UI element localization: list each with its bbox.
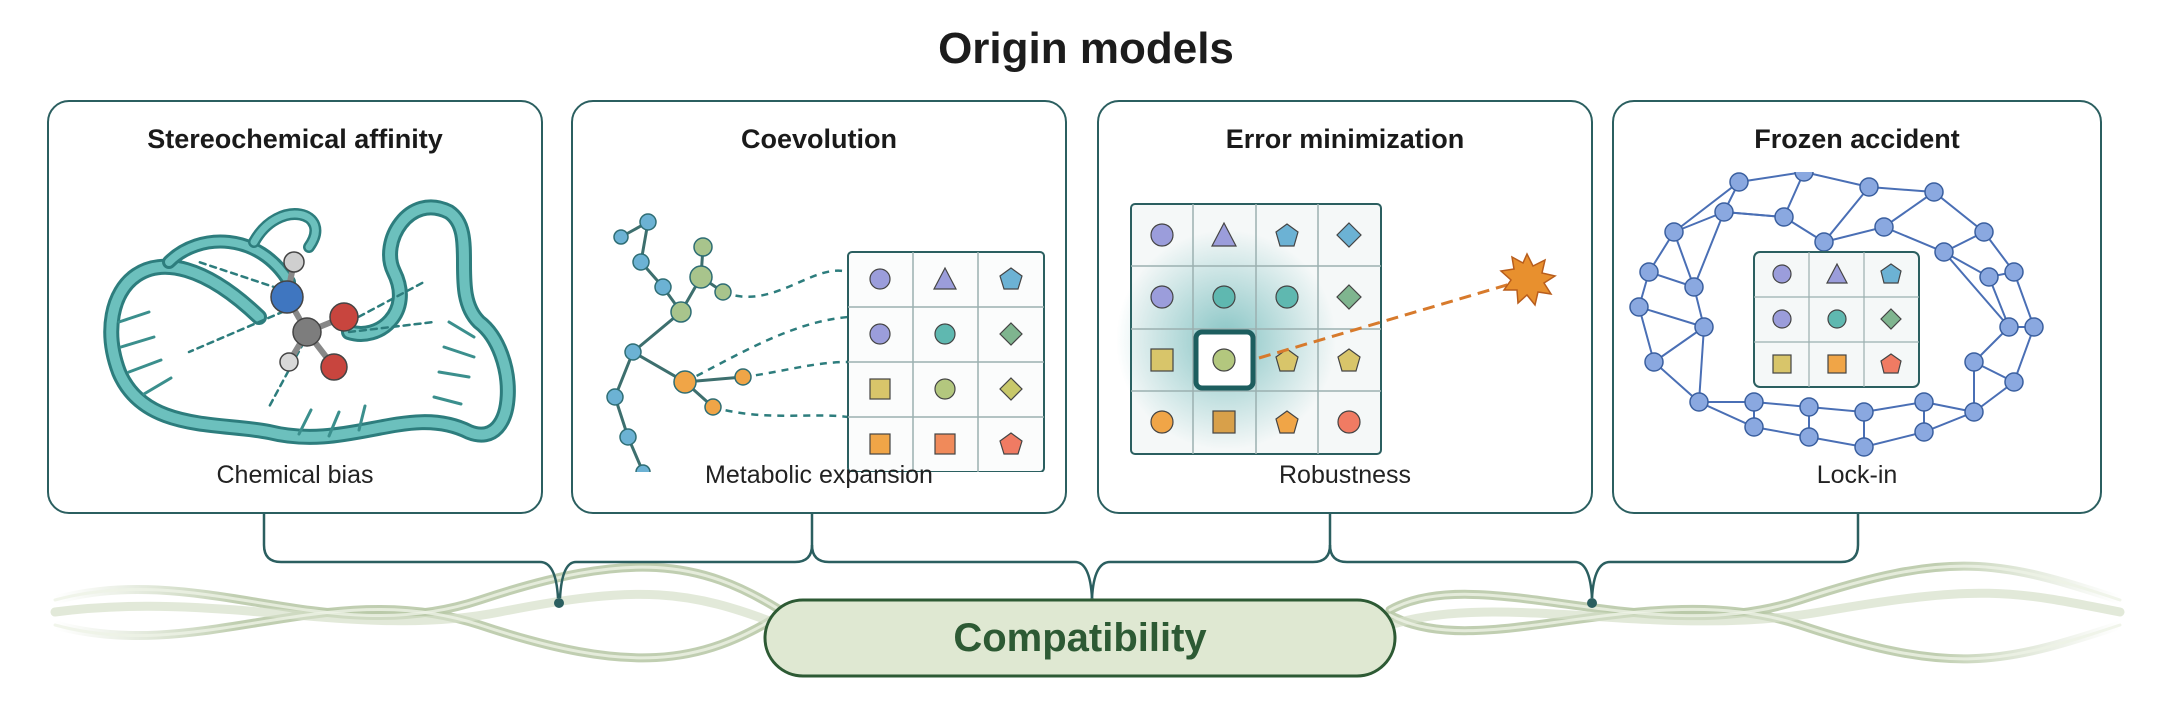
- panel-caption: Robustness: [1278, 461, 1412, 489]
- compatibility-banner: [763, 598, 1397, 678]
- panel-coevolution: Coevolution: [571, 100, 1067, 514]
- codon-grid: [847, 251, 1045, 472]
- compatibility-label: Compatibility: [953, 616, 1207, 660]
- panel-title: Coevolution: [741, 124, 897, 154]
- panel-caption: Chemical bias: [216, 461, 374, 489]
- panel-caption: Metabolic expansion: [705, 461, 933, 489]
- page-title: Origin models: [938, 24, 1234, 73]
- mutation-burst-icon: [1499, 252, 1557, 307]
- panel-title: Frozen accident: [1754, 124, 1960, 154]
- locked-codon-grid: [1753, 251, 1920, 388]
- braid-right: [1385, 561, 2125, 664]
- metabolic-tree-codon-grid-illustration: [606, 213, 1045, 472]
- panel-error-minimization: Error minimization: [1097, 100, 1593, 514]
- panel-stereochemical-affinity: Stereochemical affinity: [47, 100, 543, 514]
- codon-grid-mutation-illustration: [1116, 203, 1557, 455]
- panel-frozen-accident: Frozen accident: [1612, 100, 2102, 514]
- network-locked-grid-illustration: [1629, 172, 2044, 457]
- panel-title: Stereochemical affinity: [147, 124, 443, 154]
- bracket-lines: [262, 514, 1860, 599]
- panel-caption: Lock-in: [1816, 461, 1898, 489]
- rna-amino-acid-binding-illustration: [103, 199, 516, 445]
- braid-left: [50, 562, 785, 663]
- panel-title: Error minimization: [1225, 124, 1465, 154]
